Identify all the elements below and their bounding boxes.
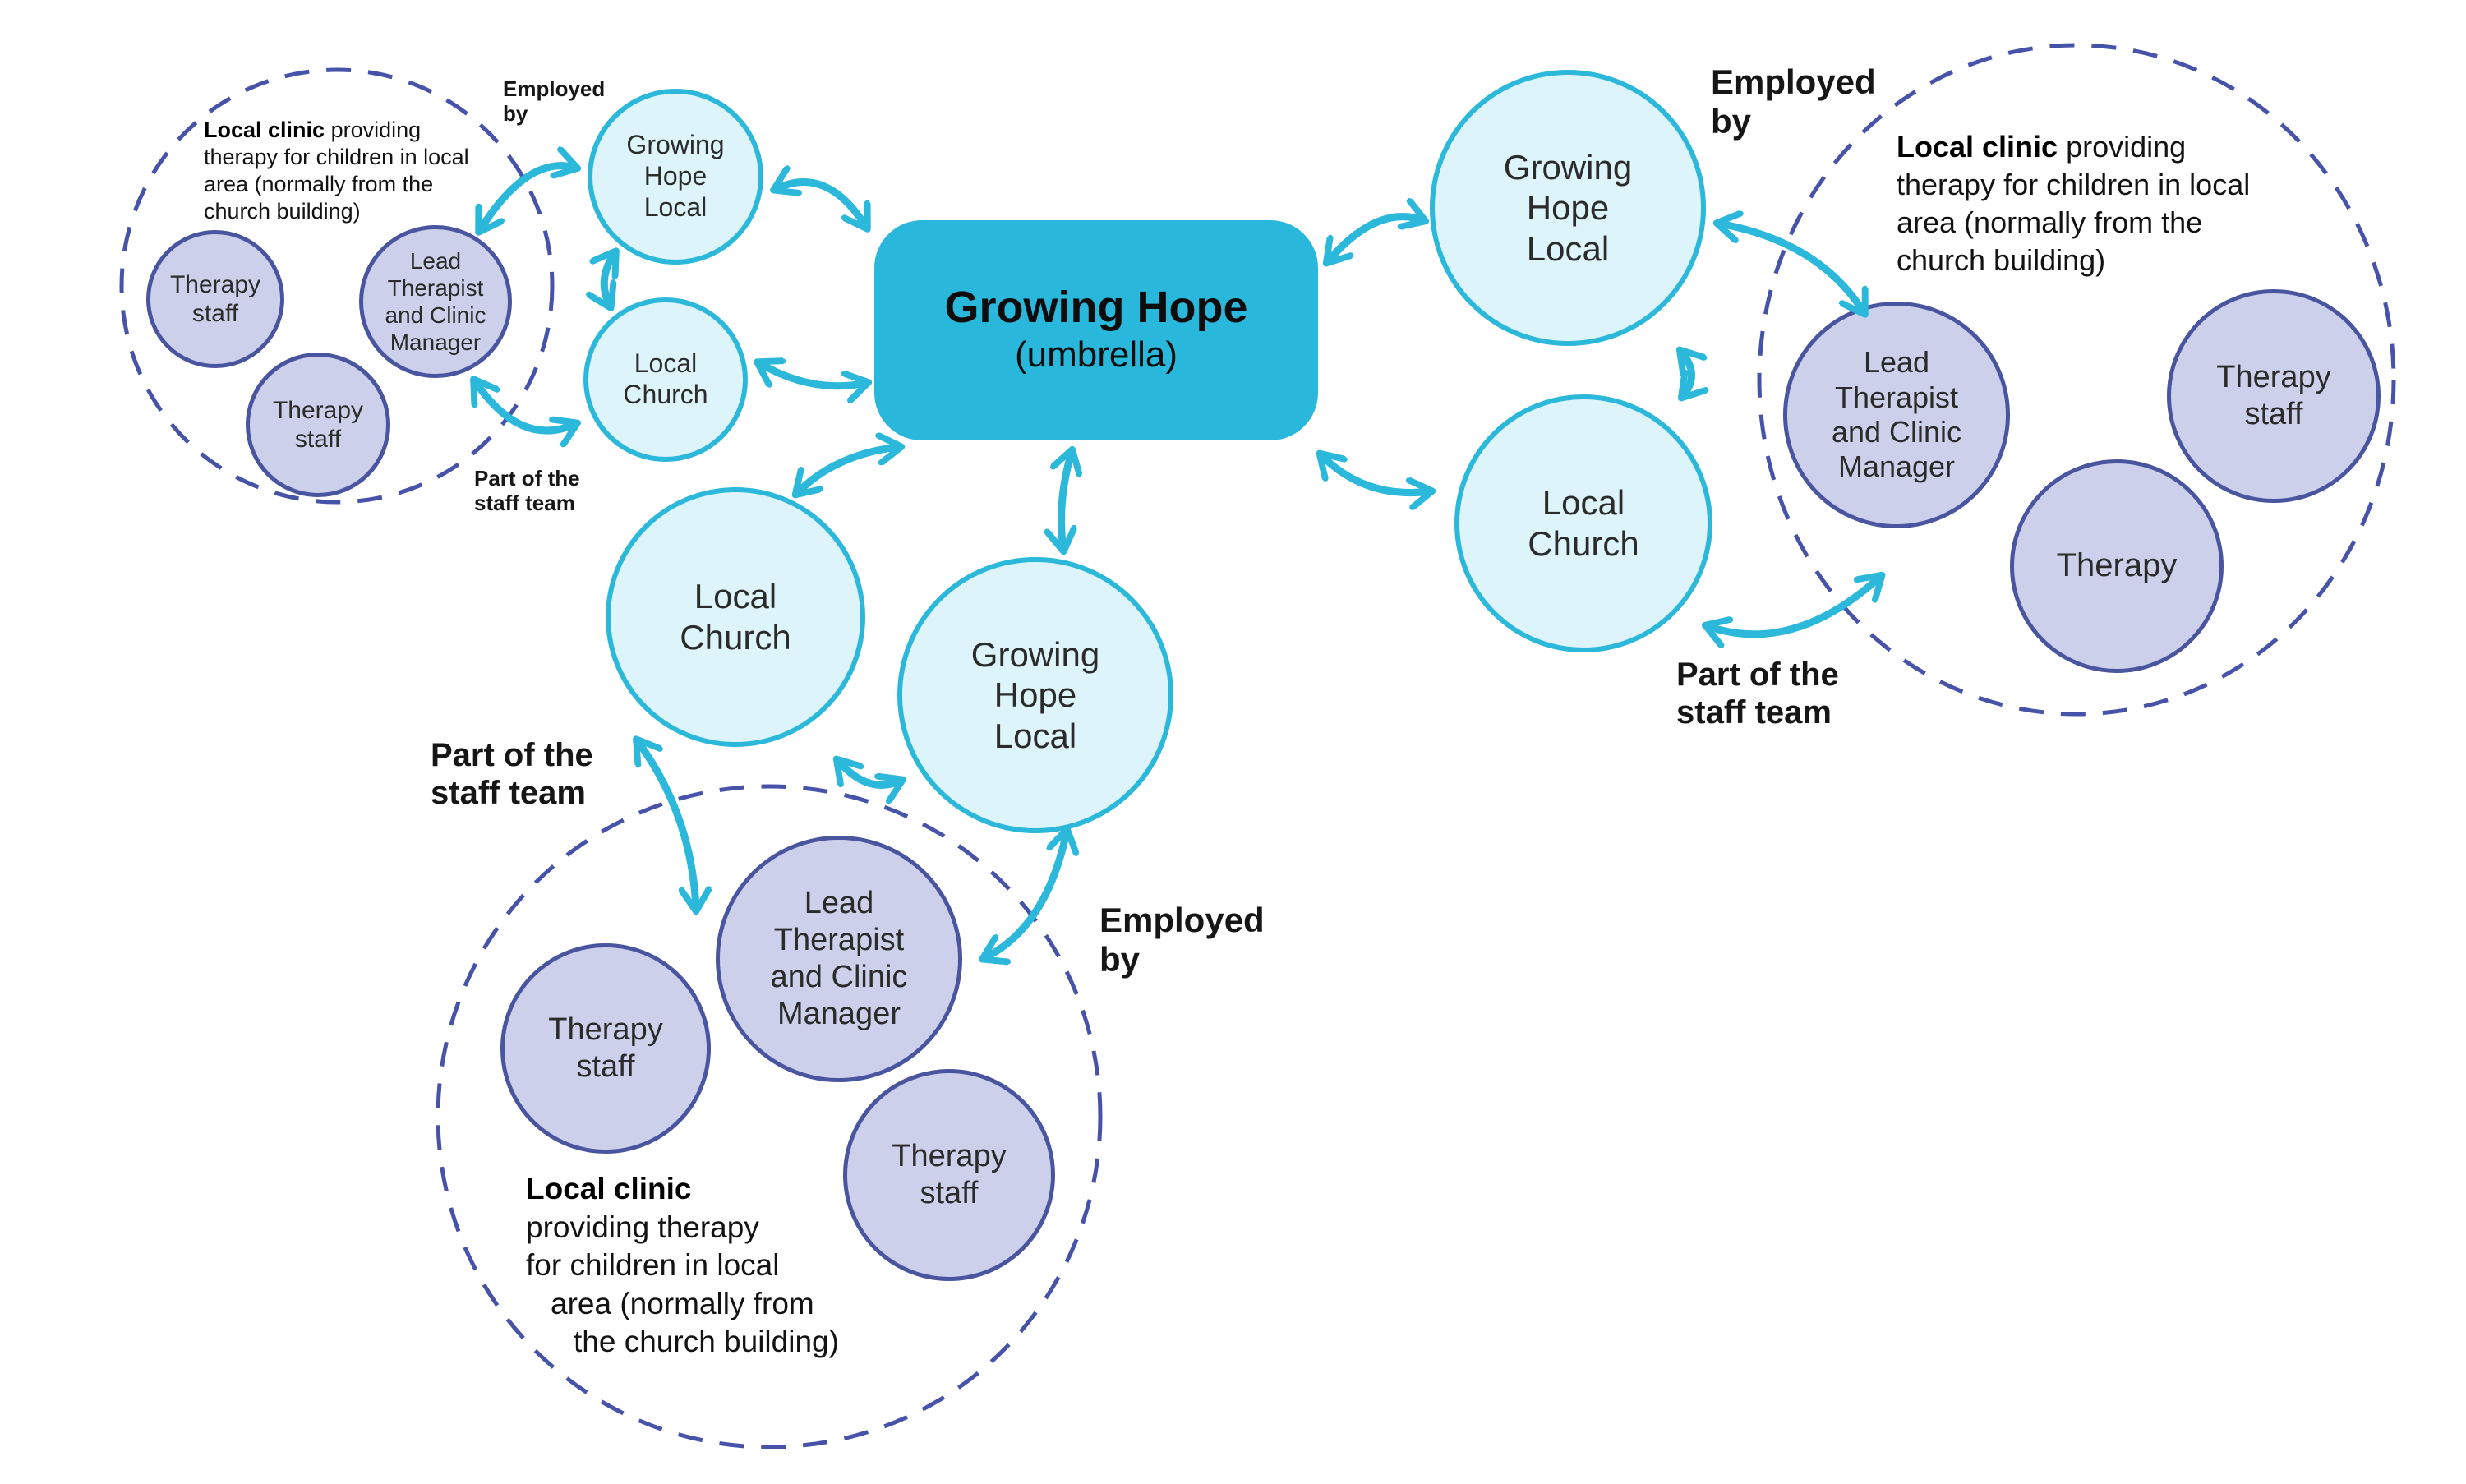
node-label: Therapy [2056, 547, 2178, 584]
node-therapy-staff-bottom-1: Therapy staff [500, 943, 711, 1154]
clinic-description-text: therapy for children in local [1897, 168, 2251, 202]
node-local-church-center: Local Church [606, 487, 865, 747]
node-lead-therapist-top-left: Lead Therapist and Clinic Manager [359, 225, 512, 378]
node-local-church-top: Local Church [583, 297, 748, 462]
growing-hope-umbrella-node: Growing Hope (umbrella) [874, 220, 1318, 440]
node-local-church-right: Local Church [1454, 394, 1712, 652]
node-label: Therapy staff [892, 1139, 1007, 1210]
clinic-description-text: providing therapy [526, 1210, 759, 1244]
clinic-description-text: church building) [204, 198, 361, 224]
node-therapy-right: Therapy [2010, 459, 2224, 673]
node-label: Therapy staff [272, 396, 364, 453]
node-therapy-staff-right: Therapy staff [2167, 289, 2381, 503]
clinic-description-text: area (normally from [551, 1286, 814, 1320]
label-employed-by-top: Employed by [503, 76, 606, 126]
node-label: Local Church [680, 577, 791, 657]
local-clinic-bottom-dashed-circle [436, 784, 1103, 1449]
label-employed-by-right: Employed by [1711, 62, 1876, 141]
node-label: Lead Therapist and Clinic Manager [1831, 345, 1962, 484]
node-label: Therapy staff [169, 270, 261, 327]
node-label: Growing Hope Local [970, 634, 1100, 755]
clinic-description-text: therapy for children in local [204, 144, 469, 169]
clinic-description-bold: Local clinic [1897, 130, 2058, 164]
node-label: Therapy staff [2216, 360, 2331, 431]
local-clinic-right-dashed-circle [1757, 43, 2396, 717]
node-growing-hope-local-top: Growing Hope Local [588, 89, 763, 265]
clinic-description-bold: Local clinic [204, 118, 325, 142]
label-part-of-staff-left: Part of the staff team [431, 737, 593, 811]
umbrella-subtitle: (umbrella) [1014, 334, 1178, 376]
node-label: Local Church [1528, 483, 1639, 563]
clinic-description-text: church building) [1897, 243, 2106, 278]
node-label: Growing Hope Local [1503, 147, 1633, 268]
node-lead-therapist-bottom: Lead Therapist and Clinic Manager [716, 836, 962, 1082]
right-clinic-description: Local clinic providing therapy for child… [1897, 128, 2357, 279]
umbrella-title: Growing Hope [944, 282, 1248, 332]
node-therapy-staff-top-left-1: Therapy staff [146, 230, 284, 368]
node-therapy-staff-bottom-2: Therapy staff [843, 1069, 1055, 1281]
node-label: Lead Therapist and Clinic Manager [385, 247, 486, 356]
clinic-description-text: for children in local [526, 1248, 780, 1283]
node-lead-therapist-right: Lead Therapist and Clinic Manager [1783, 302, 2010, 528]
clinic-description-text: the church building) [574, 1325, 839, 1359]
clinic-description-text: area (normally from the [1897, 205, 2203, 240]
node-label: Lead Therapist and Clinic Manager [770, 886, 908, 1031]
label-part-of-staff-right: Part of the staff team [1676, 657, 1839, 730]
clinic-description-bold: Local clinic [526, 1172, 692, 1205]
node-growing-hope-local-right: Growing Hope Local [1430, 70, 1706, 346]
label-employed-by-bottom: Employed by [1099, 901, 1265, 979]
node-label: Therapy staff [548, 1012, 663, 1084]
clinic-description-text: providing [325, 118, 422, 142]
label-part-of-staff-top: Part of the staff team [474, 466, 580, 515]
node-label: Local Church [623, 348, 708, 409]
clinic-description-text: area (normally from the [204, 171, 434, 196]
node-therapy-staff-top-left-2: Therapy staff [246, 353, 390, 497]
node-label: Growing Hope Local [626, 130, 725, 222]
local-clinic-top-left-dashed-circle [119, 67, 555, 505]
top-left-clinic-description: Local clinic providing therapy for child… [204, 117, 493, 225]
node-growing-hope-local-center: Growing Hope Local [897, 557, 1173, 833]
bottom-clinic-description: Local clinic providing therapy for child… [526, 1170, 904, 1362]
clinic-description-text: providing [2058, 130, 2187, 164]
